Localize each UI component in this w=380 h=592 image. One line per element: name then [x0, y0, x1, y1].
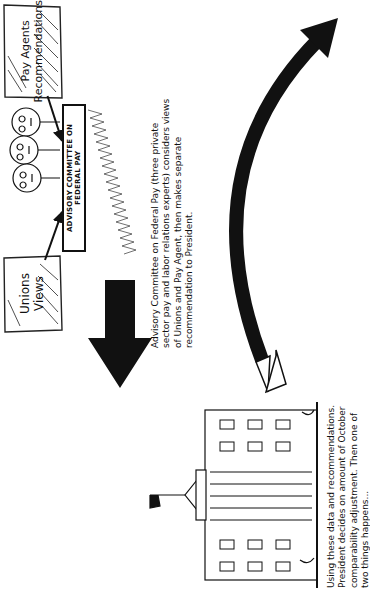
caption-text: Using these data and recommendations. Pr…: [326, 396, 378, 588]
flow-connector: [48, 96, 62, 141]
source-box: Pay Agents Recommendations: [8, 6, 58, 96]
block-arrow: [88, 280, 152, 388]
caption-line: Using these data and recommendations. Pr…: [326, 396, 371, 588]
white-house: [150, 402, 317, 588]
caption-text: Advisory Committee on Federal Pay (three…: [150, 92, 216, 348]
caption-line: Advisory Committee on Federal Pay (three…: [150, 92, 195, 348]
curved-arrow: [236, 18, 338, 392]
flow-connector: [45, 212, 62, 260]
source-box: Unions Views: [8, 260, 58, 328]
banner-sign: ADVISORY COMMITTEE ON FEDERAL PAY: [62, 104, 86, 252]
node-text: ADVISORY COMMITTEE ON FEDERAL PAY: [66, 106, 82, 250]
node-text: Unions Views: [19, 260, 47, 328]
committee-faces: [10, 108, 60, 192]
grass-scribble: [88, 110, 136, 254]
node-text: Pay Agents Recommendations: [20, 0, 45, 102]
